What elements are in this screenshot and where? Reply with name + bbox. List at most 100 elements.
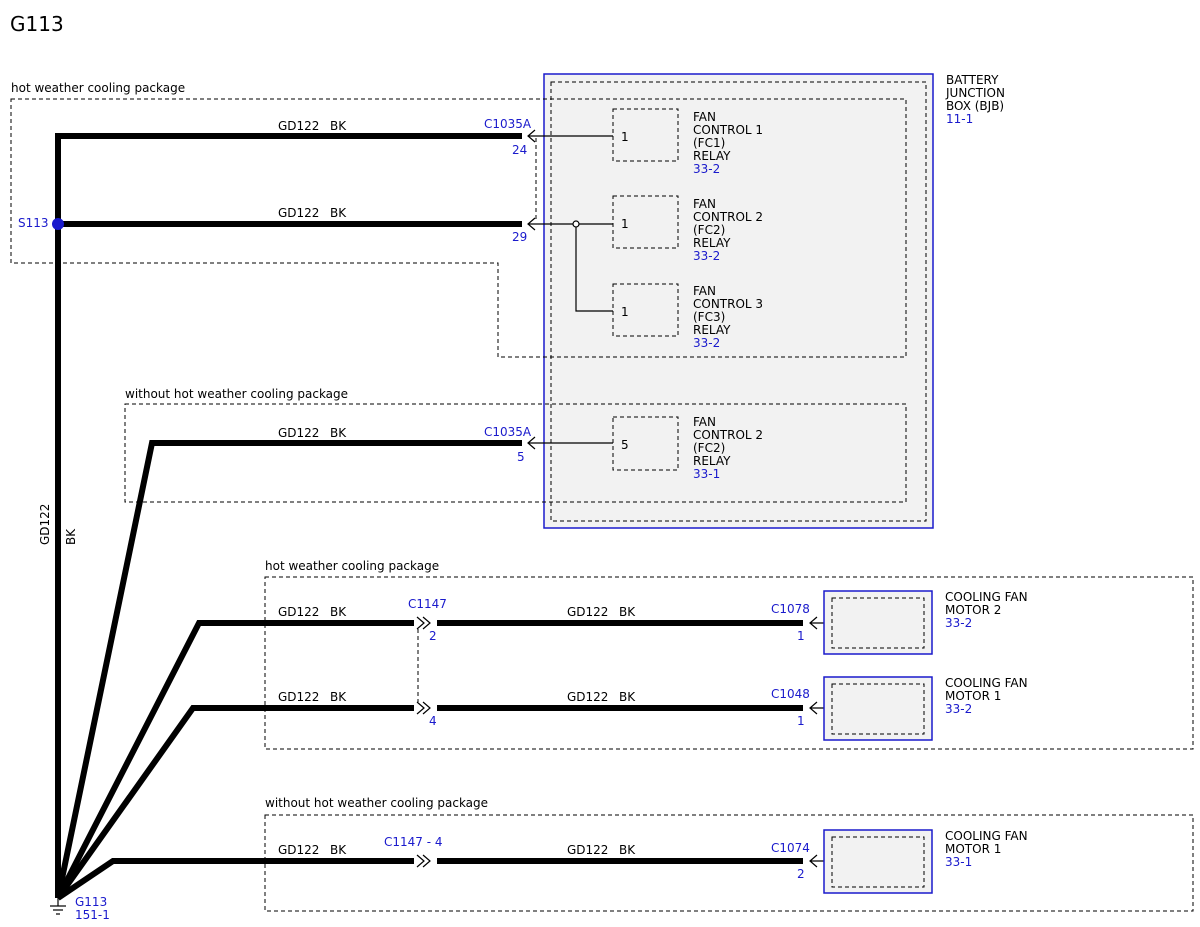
connector-c1074-label[interactable]: C1074: [771, 841, 810, 855]
package-label-without-top: without hot weather cooling package: [125, 387, 348, 401]
wire-label-color-2: BK: [330, 206, 347, 220]
relay-fc3-label-2: CONTROL 3: [693, 297, 763, 311]
connector-c1048-pin[interactable]: 1: [797, 714, 805, 728]
wire-label-circuit-6: GD122: [278, 690, 319, 704]
bjb-label-2: JUNCTION: [945, 86, 1005, 100]
relay-fc2-alt-pin: 5: [621, 438, 629, 452]
wire-label-circuit-2: GD122: [278, 206, 319, 220]
wire-label-circuit-4: GD122: [278, 605, 319, 619]
splice-s113-label[interactable]: S113: [18, 216, 49, 230]
relay-fc2-alt-label-4: RELAY: [693, 454, 731, 468]
connector-c1147-4-symbol[interactable]: [416, 854, 431, 868]
wire-label-color-1: BK: [330, 119, 347, 133]
wire-ground-trunk-to-c1035a-24[interactable]: [55, 133, 522, 898]
motor-1-inner: [831, 683, 925, 735]
relay-fc2-alt-ref[interactable]: 33-1: [693, 467, 720, 481]
connector-c1078-pin[interactable]: 1: [797, 629, 805, 643]
relay-fc1-ref[interactable]: 33-2: [693, 162, 720, 176]
connector-c1147-pin-2[interactable]: 2: [429, 629, 437, 643]
connector-c1147-pin4-symbol[interactable]: [416, 701, 431, 715]
connector-c1074-pin[interactable]: 2: [797, 867, 805, 881]
relay-fc3-label-1: FAN: [693, 284, 716, 298]
wire-label-circuit-5: GD122: [567, 605, 608, 619]
relay-fc1-box[interactable]: [612, 108, 679, 162]
relay-fc3-pin: 1: [621, 305, 629, 319]
relay-fc2-alt-label-1: FAN: [693, 415, 716, 429]
wire-label-circuit-3: GD122: [278, 426, 319, 440]
wire-label-circuit-7: GD122: [567, 690, 608, 704]
relay-fc2-ref[interactable]: 33-2: [693, 249, 720, 263]
bjb-ref[interactable]: 11-1: [946, 112, 973, 126]
package-box-hot-top: [10, 98, 907, 358]
connector-c1147-pin2-symbol[interactable]: [416, 616, 431, 630]
motor-1-ref[interactable]: 33-2: [945, 702, 972, 716]
relay-fc1-label-1: FAN: [693, 110, 716, 124]
motor-1-alt-inner: [831, 836, 925, 888]
internal-splice-node: [572, 220, 580, 228]
connector-pin-5[interactable]: 5: [517, 450, 525, 464]
motor-1-label-2: MOTOR 1: [945, 689, 1001, 703]
package-label-hot-top: hot weather cooling package: [11, 81, 185, 95]
internal-wire-fc3: [575, 224, 613, 312]
connector-c1048-label[interactable]: C1048: [771, 687, 810, 701]
relay-fc3-ref[interactable]: 33-2: [693, 336, 720, 350]
connector-c1147-pin-4[interactable]: 4: [429, 714, 437, 728]
wire-label-color-8: BK: [330, 843, 347, 857]
motor-1-alt-ref[interactable]: 33-1: [945, 855, 972, 869]
wire-label-color-9: BK: [619, 843, 636, 857]
connector-c1147-label[interactable]: C1147: [408, 597, 447, 611]
relay-fc2-label-2: CONTROL 2: [693, 210, 763, 224]
ground-g113-ref[interactable]: 151-1: [75, 908, 110, 922]
wire-label-color-3: BK: [330, 426, 347, 440]
trunk-circuit-label: GD122: [38, 504, 52, 545]
ground-icon: [50, 898, 66, 915]
relay-fc3-label-4: RELAY: [693, 323, 731, 337]
relay-fc2-label-3: (FC2): [693, 223, 725, 237]
motor-2-label-2: MOTOR 2: [945, 603, 1001, 617]
diagram-title: G113: [10, 12, 64, 36]
wire-label-color-4: BK: [330, 605, 347, 619]
bjb-outline[interactable]: [543, 73, 934, 529]
wire-label-color-6: BK: [330, 690, 347, 704]
motor-2-outline[interactable]: [823, 590, 933, 655]
wire-ground-to-c1147-4-alt[interactable]: [56, 858, 414, 901]
connector-c1035a-label-1[interactable]: C1035A: [484, 117, 532, 131]
wire-label-circuit-9: GD122: [567, 843, 608, 857]
relay-fc2-pin: 1: [621, 217, 629, 231]
package-label-hot-bottom: hot weather cooling package: [265, 559, 439, 573]
motor-2-inner: [831, 597, 925, 649]
relay-fc2-label-1: FAN: [693, 197, 716, 211]
connector-c1035a-label-2[interactable]: C1035A: [484, 425, 532, 439]
connector-pin-29[interactable]: 29: [512, 230, 527, 244]
connector-arrow-29: [527, 217, 536, 231]
relay-fc2-box[interactable]: [612, 195, 679, 249]
bjb-label-1: BATTERY: [946, 73, 999, 87]
motor-2-ref[interactable]: 33-2: [945, 616, 972, 630]
connector-pin-24[interactable]: 24: [512, 143, 527, 157]
motor-1-label-1: COOLING FAN: [945, 676, 1028, 690]
wire-ground-to-c1035a-5[interactable]: [55, 440, 522, 899]
wire-ground-to-c1147-2[interactable]: [55, 620, 414, 900]
wire-label-circuit-8: GD122: [278, 843, 319, 857]
relay-fc2-label-4: RELAY: [693, 236, 731, 250]
relay-fc3-box[interactable]: [612, 283, 679, 337]
wire-label-color-5: BK: [619, 605, 636, 619]
wire-ground-to-c1147-4[interactable]: [55, 705, 414, 900]
bjb-label-3: BOX (BJB): [946, 99, 1004, 113]
motor-1-outline[interactable]: [823, 676, 933, 741]
relay-fc2-alt-label-2: CONTROL 2: [693, 428, 763, 442]
connector-c1078-label[interactable]: C1078: [771, 602, 810, 616]
package-box-without-top: [124, 403, 907, 503]
bjb-inner-outline: [550, 81, 927, 522]
connector-arrow-24: [527, 129, 536, 143]
relay-fc2-alt-box[interactable]: [612, 416, 679, 471]
package-box-without-bottom: [264, 814, 1194, 912]
connector-c1147-4-label[interactable]: C1147 - 4: [384, 835, 443, 849]
relay-fc3-label-3: (FC3): [693, 310, 725, 324]
relay-fc2-alt-label-3: (FC2): [693, 441, 725, 455]
motor-2-label-1: COOLING FAN: [945, 590, 1028, 604]
package-box-hot-bottom: [264, 576, 1194, 750]
motor-1-alt-outline[interactable]: [823, 829, 933, 894]
splice-s113-dot[interactable]: [52, 218, 64, 230]
ground-g113-label[interactable]: G113: [75, 895, 107, 909]
